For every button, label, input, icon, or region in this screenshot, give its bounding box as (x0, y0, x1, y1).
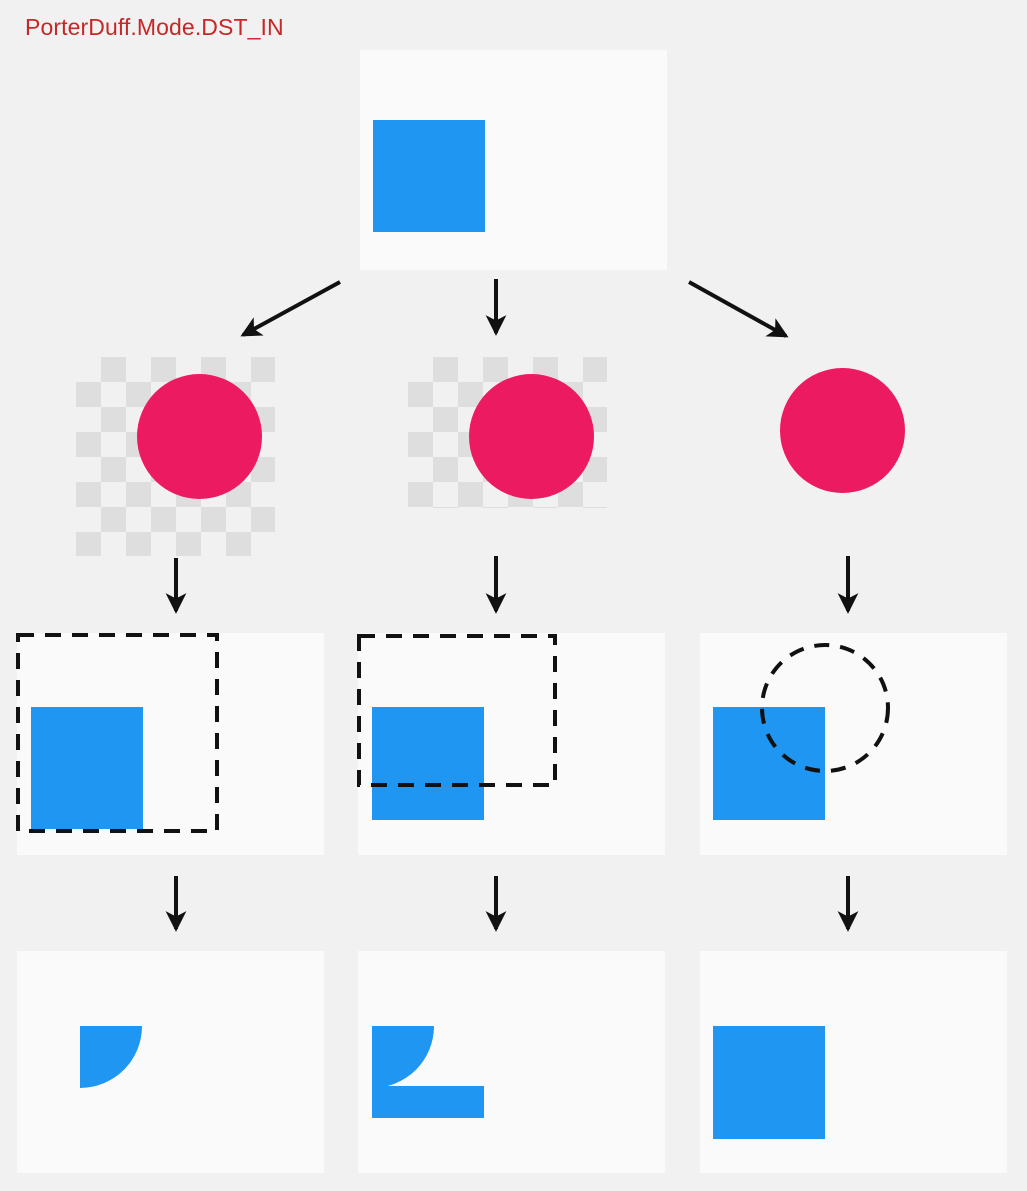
bounds-left-square (31, 707, 143, 829)
destination-middle-group (408, 357, 607, 508)
result-panel-right (700, 951, 1007, 1173)
source-square (373, 120, 485, 232)
destination-circle-middle (469, 374, 594, 499)
arrow-source-to-left (240, 280, 341, 337)
bounds-panel-middle (358, 633, 665, 855)
bounds-middle-square (372, 707, 484, 820)
bounds-panel-left (17, 633, 324, 855)
arrow-source-to-right (688, 280, 789, 338)
page-title: PorterDuff.Mode.DST_IN (25, 14, 284, 40)
bounds-panel-right (700, 633, 1007, 855)
destination-right-group (719, 357, 918, 508)
result-right-square (713, 1026, 825, 1139)
destination-left-group (76, 357, 275, 556)
result-panel-middle (358, 951, 665, 1173)
result-panel-left (17, 951, 324, 1173)
destination-circle-left (137, 374, 262, 499)
bounds-right-square (713, 707, 825, 820)
source-panel (360, 50, 667, 270)
destination-circle-right (780, 368, 905, 493)
